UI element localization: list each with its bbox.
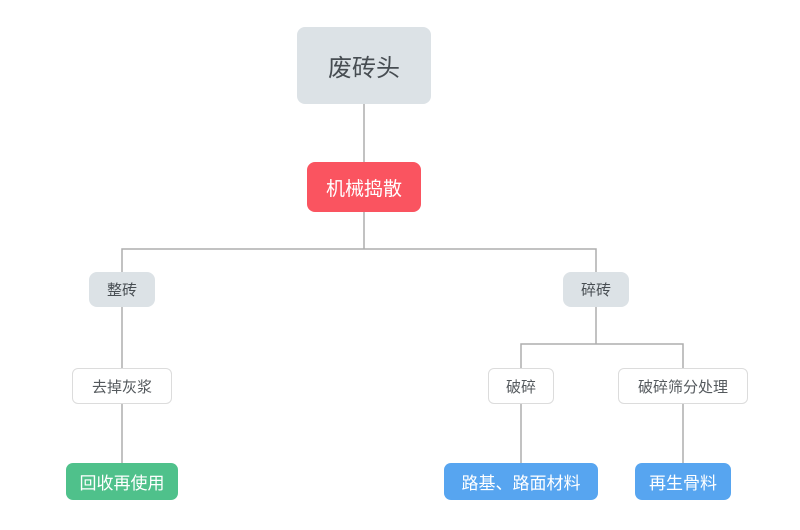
connector-branch-level2 <box>121 248 597 272</box>
node-recycle-reuse[interactable]: 回收再使用 <box>66 463 178 500</box>
node-broken-brick-label: 碎砖 <box>580 281 611 299</box>
node-road-material-label: 路基、路面材料 <box>461 474 581 494</box>
node-recycle-reuse-label: 回收再使用 <box>79 474 165 494</box>
node-crush-label: 破碎 <box>505 377 536 396</box>
node-mechanical-breaking-label: 机械捣散 <box>325 177 402 200</box>
node-whole-brick[interactable]: 整砖 <box>89 272 155 307</box>
node-recycled-aggregate-label: 再生骨料 <box>649 474 717 494</box>
node-broken-brick[interactable]: 碎砖 <box>563 272 629 307</box>
node-whole-brick-label: 整砖 <box>106 281 137 299</box>
node-crush-screening-label: 破碎筛分处理 <box>637 377 728 396</box>
node-crush[interactable]: 破碎 <box>488 368 554 404</box>
node-crush-screening[interactable]: 破碎筛分处理 <box>618 368 748 404</box>
node-road-material[interactable]: 路基、路面材料 <box>444 463 598 500</box>
node-remove-mortar[interactable]: 去掉灰浆 <box>72 368 172 404</box>
node-waste-brick[interactable]: 废砖头 <box>297 27 431 104</box>
node-mechanical-breaking[interactable]: 机械捣散 <box>307 162 421 212</box>
connector-branch-level3 <box>520 343 684 368</box>
node-waste-brick-label: 废砖头 <box>328 54 400 82</box>
node-recycled-aggregate[interactable]: 再生骨料 <box>635 463 731 500</box>
node-remove-mortar-label: 去掉灰浆 <box>91 377 152 396</box>
